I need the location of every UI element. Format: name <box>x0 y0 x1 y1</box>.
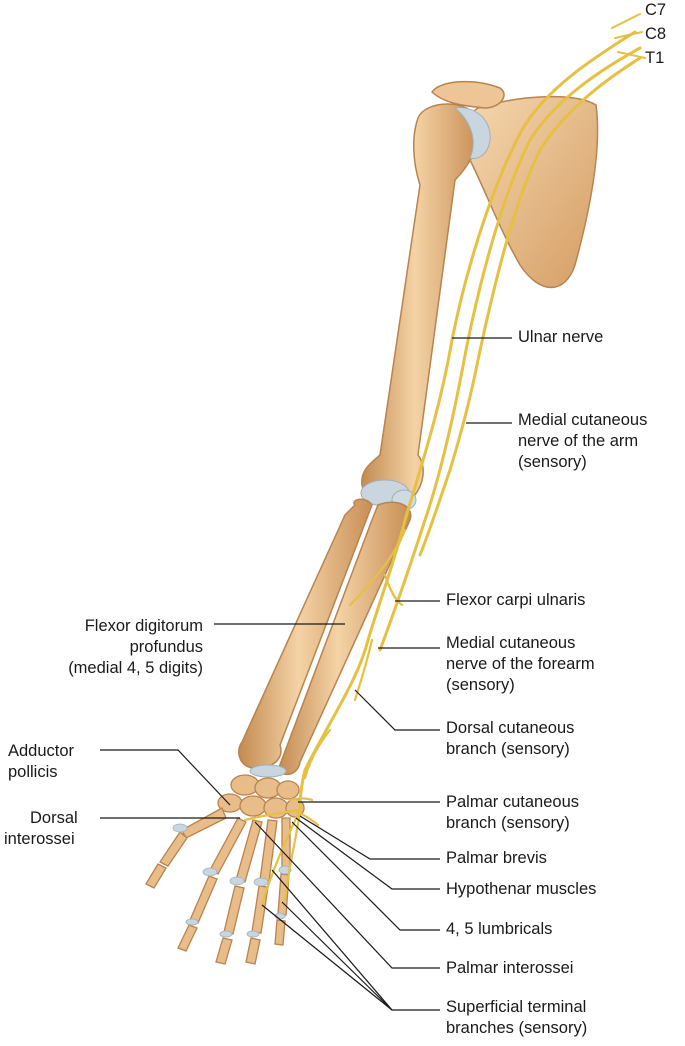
leader-lines <box>100 337 512 1011</box>
wrist-cartilage <box>249 764 287 778</box>
label-line: pollicis <box>8 763 58 781</box>
label-line: (sensory) <box>518 453 587 471</box>
label-superficial-terminal-branches: Superficial terminal branches (sensory) <box>446 997 587 1039</box>
label-line: branch (sensory) <box>446 814 570 832</box>
label-line: branch (sensory) <box>446 740 570 758</box>
label-line: nerve of the arm <box>518 432 639 450</box>
finger-joint-cartilage <box>172 823 292 938</box>
label-hypothenar-muscles: Hypothenar muscles <box>446 880 597 898</box>
acromion <box>431 80 505 109</box>
label-adductor-pollicis: Adductor pollicis <box>8 741 74 783</box>
root-label-c7: C7 <box>645 1 667 19</box>
label-line: Dorsal <box>30 809 78 827</box>
label-line: Flexor digitorum <box>84 617 203 635</box>
hand-bones <box>145 807 291 965</box>
label-dorsal-cutaneous-branch: Dorsal cutaneous branch (sensory) <box>446 718 574 760</box>
label-line: nerve of the forearm <box>446 655 595 673</box>
label-line: (medial 4, 5 digits) <box>68 659 203 677</box>
label-line: branches (sensory) <box>446 1019 588 1037</box>
label-line: Adductor <box>8 742 75 760</box>
label-line: interossei <box>4 830 75 848</box>
nerve-roots <box>611 13 646 59</box>
label-dorsal-interossei: Dorsal interossei <box>4 808 78 850</box>
label-line: Palmar cutaneous <box>446 793 579 811</box>
humeral-head-cartilage <box>453 107 491 159</box>
ulnar-nerve-branches <box>243 528 407 907</box>
label-medial-cutaneous-arm: Medial cutaneous nerve of the arm (senso… <box>518 410 647 473</box>
label-flexor-carpi-ulnaris: Flexor carpi ulnaris <box>446 591 586 609</box>
label-ulnar-nerve: Ulnar nerve <box>518 328 604 346</box>
label-palmar-brevis: Palmar brevis <box>446 849 547 867</box>
label-medial-cutaneous-forearm: Medial cutaneous nerve of the forearm (s… <box>446 633 595 696</box>
label-line: Superficial terminal <box>446 998 587 1016</box>
label-palmar-cutaneous-branch: Palmar cutaneous branch (sensory) <box>446 792 579 834</box>
label-palmar-interossei: Palmar interossei <box>446 959 574 977</box>
humerus <box>361 103 481 507</box>
label-line: Dorsal cutaneous <box>446 719 575 737</box>
label-line: profundus <box>129 638 203 656</box>
root-label-c8: C8 <box>645 25 667 43</box>
ulnar-nerve-trunk <box>298 30 642 817</box>
label-line: Medial cutaneous <box>446 634 576 652</box>
label-lumbricals: 4, 5 lumbricals <box>446 920 553 938</box>
radius <box>238 498 373 769</box>
label-line: (sensory) <box>446 676 515 694</box>
label-line: Medial cutaneous <box>518 411 648 429</box>
label-flexor-digitorum-profundus: Flexor digitorum profundus (medial 4, 5 … <box>68 616 203 679</box>
root-label-t1: T1 <box>645 49 665 67</box>
